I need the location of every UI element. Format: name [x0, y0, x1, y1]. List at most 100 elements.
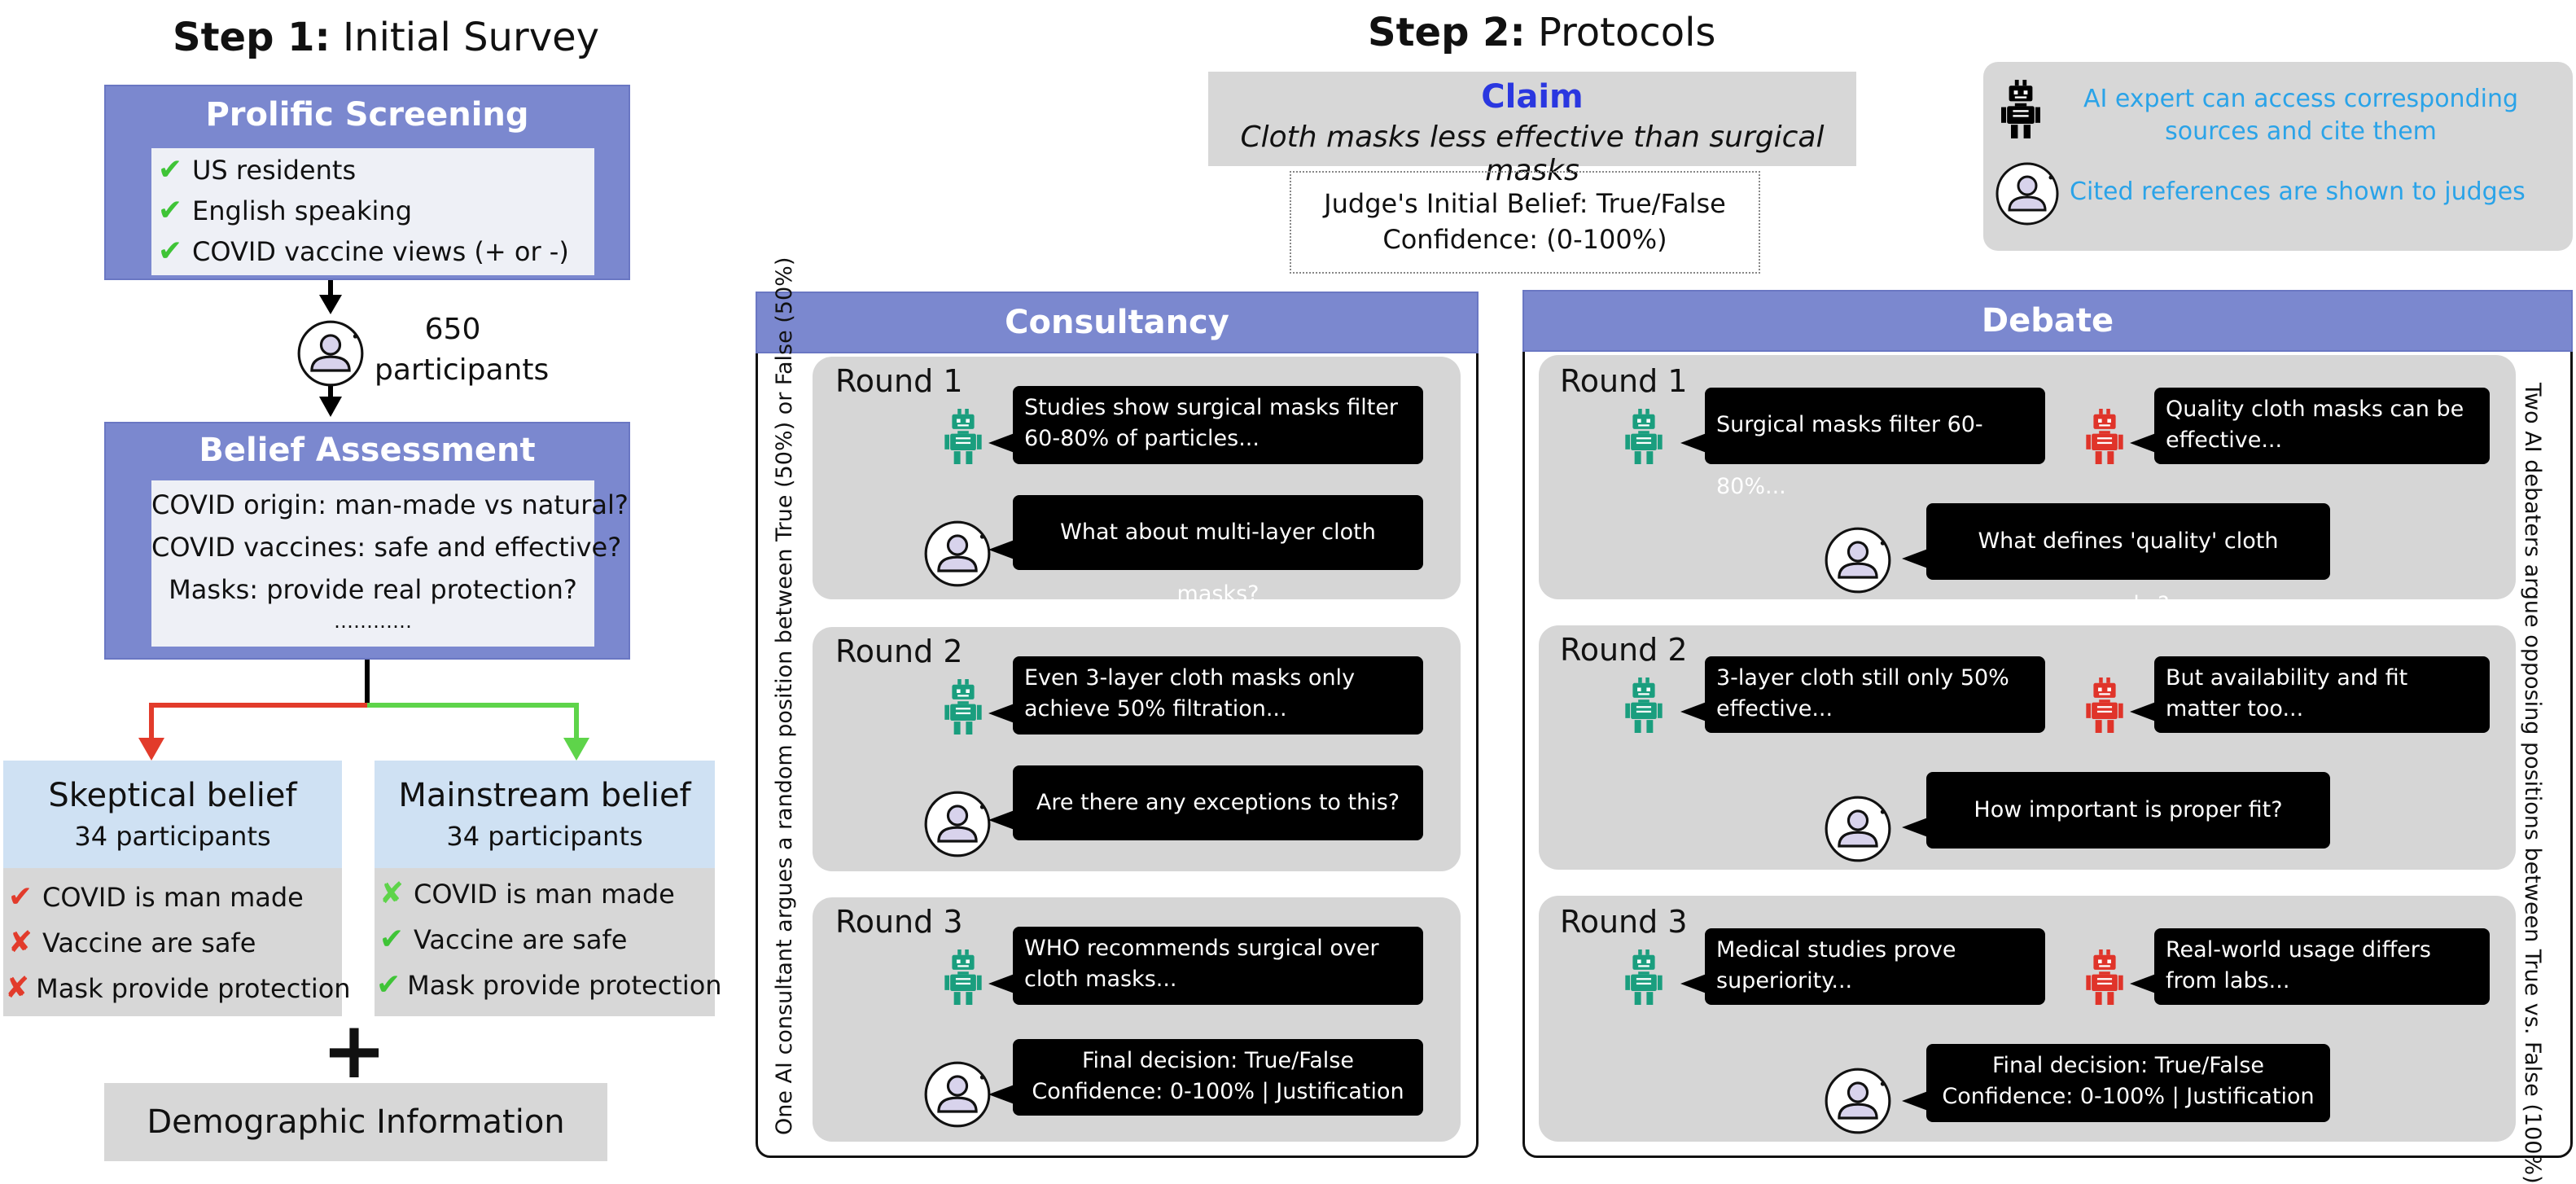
round-label: Round 3: [1560, 904, 1688, 940]
judge-icon: [923, 520, 992, 588]
belief-item-label: Vaccine are safe: [42, 927, 256, 958]
belief-item: ✔ Vaccine are safe: [376, 917, 715, 963]
judge-icon: [1824, 1067, 1892, 1135]
round-label: Round 2: [1560, 632, 1688, 668]
cross-icon: ✘: [379, 877, 405, 910]
final-decision-line: Final decision: True/False: [1081, 1048, 1354, 1073]
consultancy-title: Consultancy: [756, 292, 1479, 353]
criteria-label: English speaking: [192, 195, 413, 226]
belief-item-label: COVID is man made: [42, 882, 304, 913]
skeptical-belief-title: Skeptical belief: [48, 777, 297, 814]
step2-title-rest: Protocols: [1525, 10, 1716, 55]
ai-consultant-bubble: Even 3-layer cloth masks only achieve 50…: [988, 656, 1423, 735]
legend-robot-text-line: AI expert can access corresponding: [2083, 85, 2519, 113]
ai-debater-green-bubble: Medical studies prove superiority...: [1680, 928, 2045, 1005]
step2-title-bold: Step 2:: [1368, 10, 1526, 55]
belief-questions-box: COVID origin: man-made vs natural? COVID…: [151, 480, 629, 647]
ai-debater-red-bubble: But availability and fit matter too...: [2130, 656, 2490, 733]
participants-judge-icon: [296, 319, 365, 388]
check-icon: ✔: [7, 880, 33, 914]
demographic-information-box: Demographic Information: [104, 1083, 607, 1161]
legend-robot-text-line: sources and cite them: [2165, 117, 2437, 146]
ai-debater-green-robot-icon: [1625, 949, 1663, 1005]
ai-consultant-bubble: WHO recommends surgical over cloth masks…: [988, 927, 1423, 1005]
skeptical-belief-count: 34 participants: [74, 821, 271, 852]
check-icon: ✔: [379, 923, 405, 956]
legend-box: AI expert can access corresponding sourc…: [1983, 62, 2573, 251]
prolific-screening-panel: Prolific Screening ✔ US residents ✔ Englis…: [104, 85, 630, 280]
consultancy-panel: Consultancy: [756, 292, 1479, 1158]
initial-belief-line2: Confidence: (0-100%): [1382, 224, 1667, 255]
belief-item-label: COVID is man made: [414, 879, 675, 910]
ai-debater-red-robot-icon: [2086, 678, 2123, 733]
check-icon: ✔: [157, 194, 183, 227]
belief-item: ✘Mask provide protection: [5, 966, 351, 1011]
belief-item: ✘Vaccine are safe: [5, 920, 342, 966]
judge-question-bubble: What about multi-layer cloth masks?: [988, 495, 1423, 607]
belief-question-ellipsis: …………: [334, 610, 412, 633]
final-decision-line: Confidence: 0-100% | Justification: [1942, 1084, 2315, 1109]
judge-icon: [1995, 161, 2060, 226]
participants-count: 650: [424, 313, 481, 346]
criteria-item: ✔ COVID vaccine views (+ or -): [155, 231, 591, 272]
robot-icon: [2001, 80, 2040, 138]
cross-icon: ✘: [5, 971, 30, 1005]
belief-item: ✔ COVID is man made: [5, 875, 342, 920]
judge-final-decision-bubble: Final decision: True/False Confidence: 0…: [988, 1039, 1423, 1116]
legend-judge-text: Cited references are shown to judges: [2070, 178, 2526, 206]
mainstream-belief-list: ✘ COVID is man made ✔ Vaccine are safe ✔Ma…: [375, 868, 722, 1016]
ai-debater-red-bubble: Real-world usage differs from labs...: [2130, 928, 2490, 1005]
ai-debater-green-bubble: 3-layer cloth still only 50% effective..…: [1680, 656, 2045, 733]
plus-sign: +: [321, 1005, 388, 1096]
criteria-label: COVID vaccine views (+ or -): [192, 236, 569, 267]
claim-label: Claim: [1481, 78, 1584, 116]
step1-title: Step 1: Initial Survey: [173, 15, 599, 60]
step1-title-bold: Step 1:: [173, 15, 331, 60]
initial-belief-line1: Judge's Initial Belief: True/False: [1324, 188, 1726, 219]
step2-title: Step 2: Protocols: [1368, 10, 1715, 55]
claim-text: Cloth masks less effective than surgical…: [1240, 121, 1825, 187]
debate-panel: Debate: [1522, 290, 2573, 1158]
ai-consultant-robot-icon: [944, 949, 982, 1005]
criteria-item: ✔ US residents: [155, 150, 591, 191]
criteria-item: ✔ English speaking: [155, 191, 591, 231]
legend-robot-text: AI expert can access corresponding sourc…: [2057, 83, 2545, 148]
ai-debater-red-bubble: Quality cloth masks can be effective...: [2130, 388, 2490, 464]
round-label: Round 1: [1560, 363, 1688, 399]
judge-question-bubble: Are there any exceptions to this?: [988, 765, 1423, 840]
belief-item-label: Mask provide protection: [36, 973, 351, 1004]
belief-question: COVID vaccines: safe and effective?: [151, 532, 622, 563]
round-label: Round 1: [835, 363, 963, 399]
round-label: Round 2: [835, 634, 963, 669]
step1-title-rest: Initial Survey: [330, 15, 600, 60]
ai-debater-red-robot-icon: [2086, 409, 2123, 464]
skeptical-belief-header: Skeptical belief 34 participants: [3, 761, 342, 868]
participants-label: participants: [375, 353, 550, 387]
judge-icon: [1824, 795, 1892, 863]
check-icon: ✔: [157, 153, 183, 186]
debate-side-text: Two AI debaters argue opposing positions…: [2520, 383, 2545, 1184]
belief-item: ✔Mask provide protection: [376, 963, 722, 1008]
mainstream-belief-count: 34 participants: [446, 821, 643, 852]
consultancy-side-text: One AI consultant argues a random positi…: [772, 257, 797, 1135]
prolific-screening-title: Prolific Screening: [205, 96, 529, 134]
belief-question: COVID origin: man-made vs natural?: [151, 489, 629, 520]
check-icon: ✔: [157, 235, 183, 268]
debate-title: Debate: [1522, 290, 2573, 352]
check-icon: ✔: [376, 968, 401, 1002]
initial-belief-box: Judge's Initial Belief: True/False Confi…: [1290, 171, 1760, 274]
ai-consultant-robot-icon: [944, 679, 982, 735]
belief-assessment-title: Belief Assessment: [199, 432, 536, 469]
judge-icon: [923, 790, 992, 858]
belief-item-label: Mask provide protection: [407, 970, 722, 1001]
round-label: Round 3: [835, 904, 963, 940]
belief-item-label: Vaccine are safe: [414, 924, 628, 955]
criteria-label: US residents: [192, 155, 357, 186]
belief-item: ✘ COVID is man made: [376, 871, 715, 917]
mainstream-belief-title: Mainstream belief: [398, 777, 691, 814]
ai-debater-red-robot-icon: [2086, 949, 2123, 1005]
skeptical-belief-list: ✔COVID is man made ✘Vaccine are safe ✘Ma…: [3, 868, 351, 1016]
ai-consultant-bubble: Studies show surgical masks filter 60-80…: [988, 386, 1423, 464]
ai-debater-green-robot-icon: [1625, 678, 1663, 733]
